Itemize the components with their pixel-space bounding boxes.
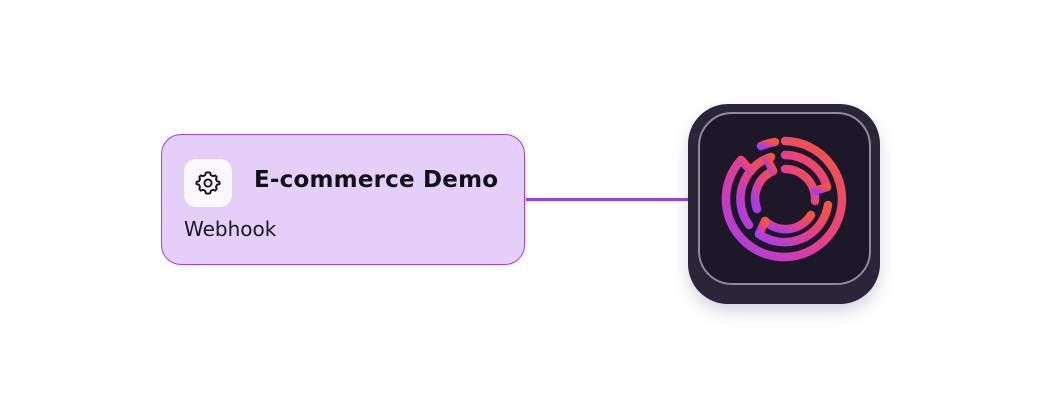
trigger-node[interactable]: E-commerce Demo Webhook — [161, 134, 525, 265]
trigger-icon-box — [184, 159, 232, 207]
connector-line — [526, 198, 692, 201]
trigger-subtitle: Webhook — [184, 217, 277, 241]
maze-logo-icon — [721, 136, 846, 261]
trigger-title: E-commerce Demo — [254, 167, 499, 193]
gear-icon — [195, 171, 221, 195]
app-logo-tile[interactable] — [698, 112, 871, 285]
